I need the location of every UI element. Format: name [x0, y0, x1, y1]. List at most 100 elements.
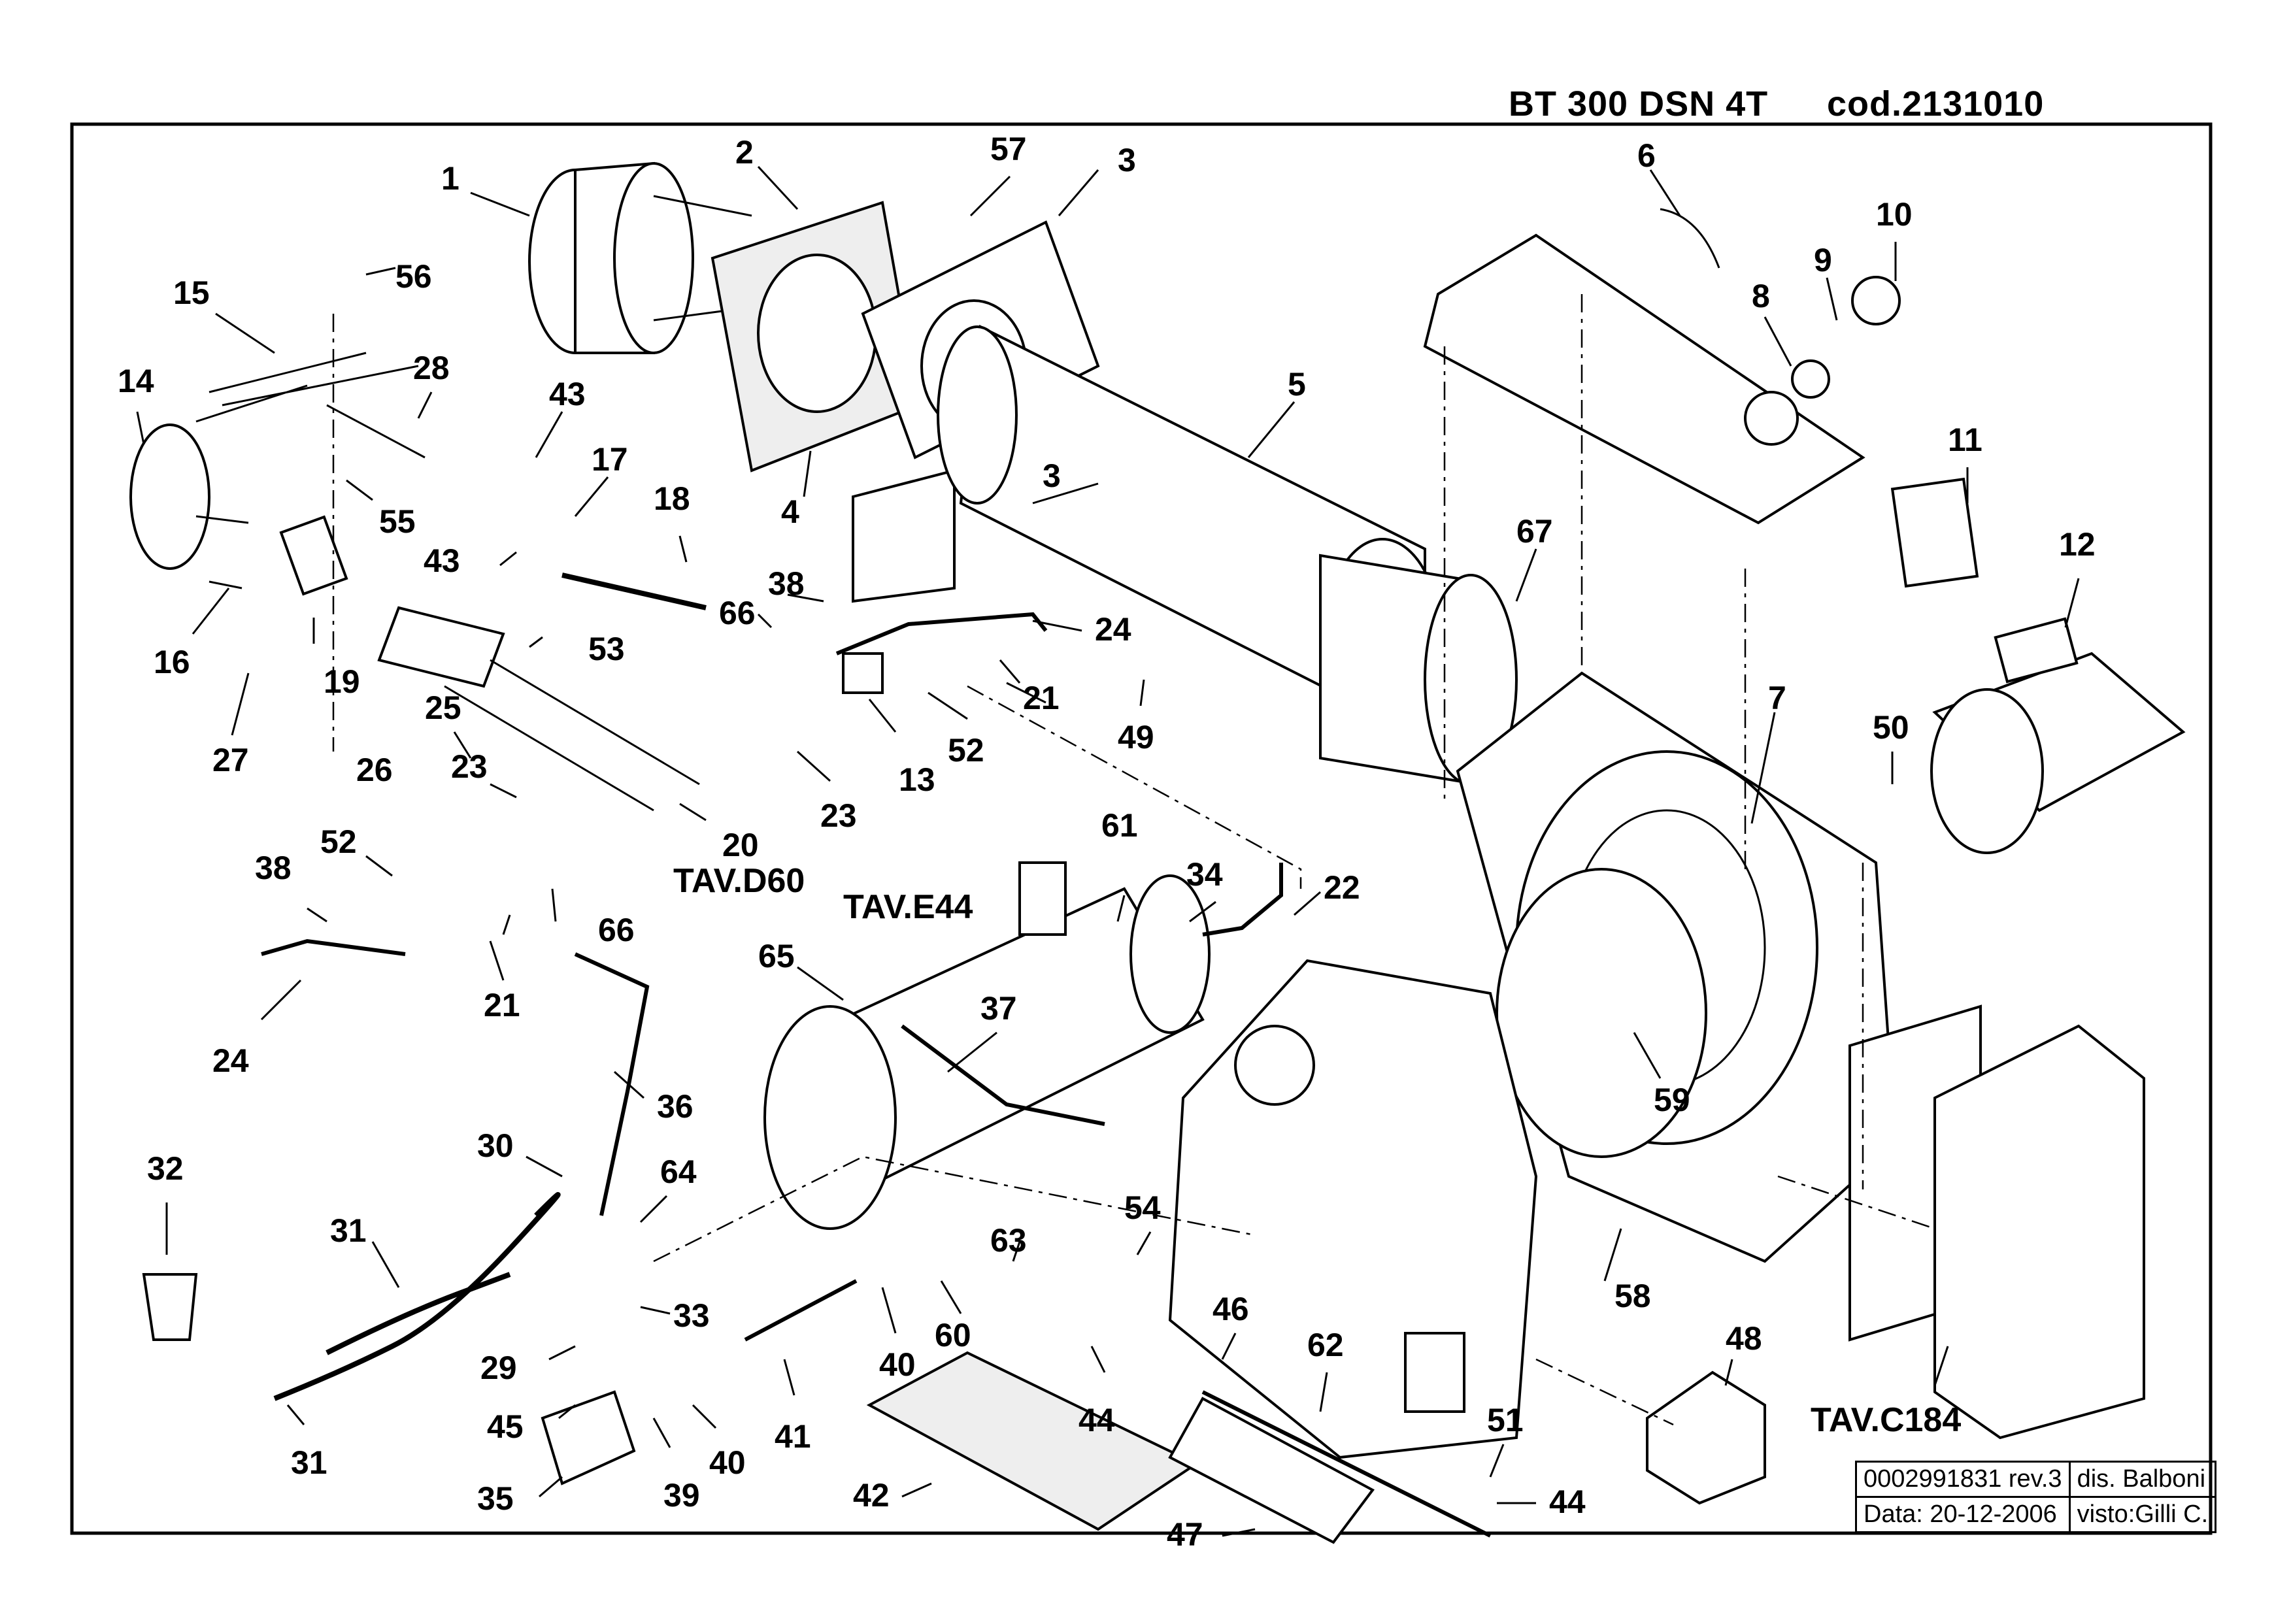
callout-23: 23 [820, 797, 857, 834]
callout-3: 3 [1043, 457, 1061, 494]
callout-3: 3 [1118, 142, 1136, 178]
callout-7: 7 [1768, 680, 1786, 716]
callout-59: 59 [1654, 1082, 1690, 1118]
callout-65: 65 [758, 938, 795, 974]
part-gasket [711, 201, 920, 472]
callout-40: 40 [709, 1444, 746, 1481]
callout-57: 57 [990, 131, 1027, 167]
callout-43: 43 [549, 376, 586, 412]
callout-11: 11 [1948, 422, 1982, 458]
callout-63: 63 [990, 1222, 1027, 1259]
callout-2: 2 [735, 134, 754, 171]
callout-21: 21 [1023, 680, 1060, 716]
callout-28: 28 [413, 350, 450, 386]
callout-67: 67 [1516, 513, 1553, 550]
callout-21: 21 [484, 987, 520, 1023]
callout-31: 31 [330, 1212, 367, 1249]
callout-42: 42 [853, 1477, 890, 1514]
callout-31: 31 [291, 1444, 327, 1481]
callout-labels: 1 2 57 3 3 4 5 6 8 9 10 11 12 7 67 50 56… [118, 131, 2096, 1553]
drawing-frame [70, 122, 2213, 1535]
callout-64: 64 [660, 1153, 697, 1190]
callout-12: 12 [2059, 526, 2096, 563]
callout-13: 13 [899, 761, 935, 798]
callout-44: 44 [1549, 1483, 1586, 1520]
part-air-grid [866, 1351, 1199, 1531]
callout-30: 30 [477, 1127, 514, 1164]
title-block: 0002991831 rev.3 dis. Balboni Data: 20-1… [1855, 1461, 2217, 1533]
callout-33: 33 [673, 1297, 710, 1334]
callout-9: 9 [1814, 242, 1832, 278]
callout-16: 16 [154, 644, 190, 680]
callout-5: 5 [1288, 366, 1306, 403]
callout-60: 60 [935, 1317, 971, 1353]
callout-38: 38 [768, 565, 805, 602]
callout-48: 48 [1726, 1320, 1762, 1357]
callout-47: 47 [1167, 1516, 1203, 1553]
callout-15: 15 [173, 274, 210, 311]
drawing-number: 0002991831 rev.3 [1855, 1461, 2071, 1498]
callout-40: 40 [879, 1346, 916, 1383]
callout-39: 39 [663, 1477, 700, 1514]
callout-52: 52 [948, 732, 984, 769]
callout-14: 14 [118, 363, 154, 399]
callout-45: 45 [487, 1408, 524, 1445]
callout-66: 66 [598, 912, 635, 948]
callout-23: 23 [451, 748, 488, 785]
callout-20: 20 [722, 827, 759, 863]
callout-41: 41 [775, 1418, 811, 1455]
reference-tav-d60: TAV.D60 [673, 862, 805, 900]
callout-61: 61 [1101, 807, 1138, 844]
callout-1: 1 [441, 160, 460, 197]
drawing-date: Data: 20-12-2006 [1855, 1496, 2071, 1533]
callout-34: 34 [1186, 856, 1223, 893]
part-nozzle-holder [377, 606, 700, 812]
callout-19: 19 [324, 663, 360, 700]
callout-24: 24 [212, 1042, 249, 1079]
callout-54: 54 [1124, 1189, 1161, 1226]
callout-43: 43 [424, 542, 460, 579]
callout-8: 8 [1752, 278, 1770, 314]
callout-32: 32 [147, 1150, 184, 1187]
part-motor [1930, 617, 2186, 854]
model-title: BT 300 DSN 4T [1509, 84, 1769, 124]
callout-4: 4 [781, 493, 799, 530]
callout-44: 44 [1079, 1402, 1115, 1438]
callout-38: 38 [255, 850, 292, 886]
part-capacitor [1890, 477, 1979, 588]
callout-53: 53 [588, 631, 625, 667]
part-burner-head [528, 161, 752, 354]
drawn-by: dis. Balboni [2068, 1461, 2217, 1498]
callout-17: 17 [592, 441, 628, 478]
callout-66: 66 [719, 595, 756, 631]
callout-27: 27 [212, 742, 249, 778]
callout-25: 25 [425, 689, 461, 726]
callout-35: 35 [477, 1480, 514, 1517]
callout-10: 10 [1876, 196, 1913, 233]
callout-50: 50 [1873, 709, 1909, 746]
callout-6: 6 [1637, 137, 1656, 174]
drawing-code: cod.2131010 [1827, 84, 2045, 124]
part-front-cover [1168, 959, 1538, 1459]
callout-62: 62 [1307, 1327, 1344, 1363]
part-control-box [1848, 1004, 2145, 1440]
part-top-cover [1423, 208, 1901, 525]
part-flex-hoses [273, 1192, 561, 1401]
part-damper-shaft [1201, 1390, 1492, 1538]
leader-lines [136, 165, 2080, 1537]
callout-46: 46 [1212, 1291, 1249, 1327]
callout-52: 52 [320, 823, 357, 860]
callout-18: 18 [654, 480, 690, 517]
callout-26: 26 [356, 752, 393, 788]
callout-49: 49 [1118, 719, 1154, 755]
assembly-lines [332, 294, 1935, 1426]
callout-37: 37 [980, 990, 1017, 1027]
part-pump-shaft [744, 1279, 858, 1342]
callout-29: 29 [480, 1350, 517, 1386]
part-oil-pump [541, 1390, 636, 1485]
reference-tav-c184: TAV.C184 [1811, 1401, 1961, 1439]
callout-24: 24 [1095, 611, 1131, 648]
callout-36: 36 [657, 1088, 694, 1125]
callout-55: 55 [379, 503, 416, 540]
